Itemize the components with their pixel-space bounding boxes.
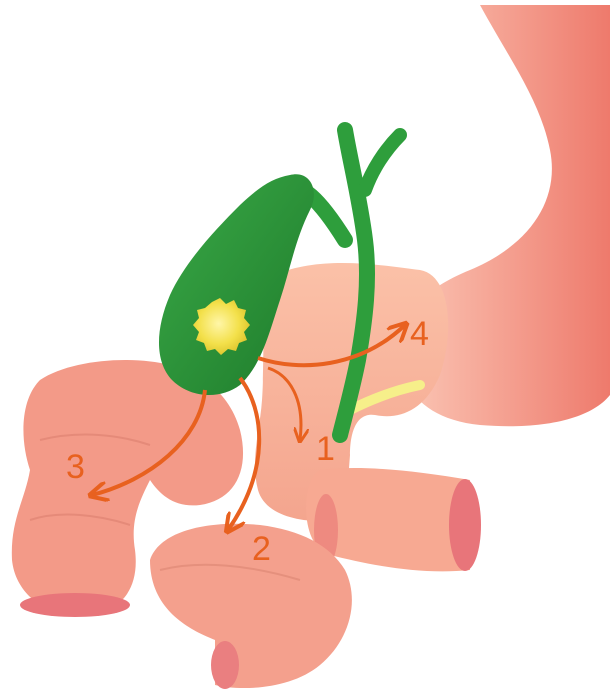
route-label-1: 1 [316, 430, 335, 468]
lower-intestine-lumen [211, 641, 239, 689]
route-label-4: 4 [410, 315, 429, 353]
bowel-lumen-right [449, 479, 481, 571]
route-label-2: 2 [252, 530, 271, 568]
colon-lumen [20, 593, 130, 617]
hepatic-duct-branch [365, 135, 400, 190]
route-label-3: 3 [66, 448, 85, 486]
lower-intestine [150, 524, 352, 688]
